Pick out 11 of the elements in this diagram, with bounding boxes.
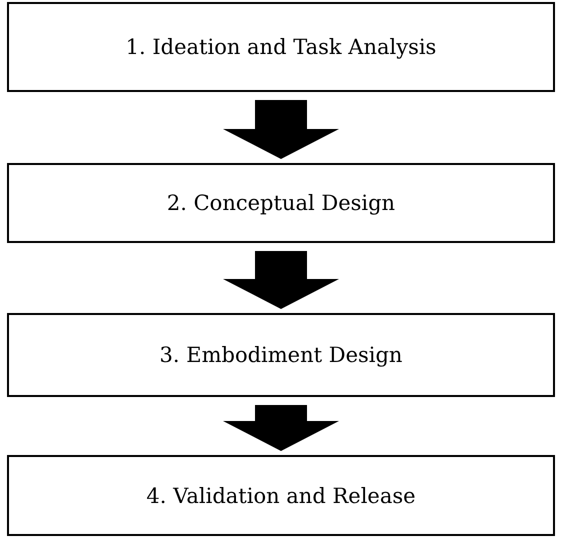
process-box xyxy=(7,313,555,397)
arrow xyxy=(223,405,339,451)
process-box xyxy=(7,2,555,92)
step-label: 4. Validation and Release xyxy=(146,484,416,508)
arrow xyxy=(223,100,339,159)
step-label: 3. Embodiment Design xyxy=(160,343,402,367)
process-box xyxy=(7,455,555,536)
step-label: 2. Conceptual Design xyxy=(166,191,396,215)
step-label: 1. Ideation and Task Analysis xyxy=(126,35,436,59)
arrow xyxy=(223,251,339,309)
process-box xyxy=(7,163,555,243)
